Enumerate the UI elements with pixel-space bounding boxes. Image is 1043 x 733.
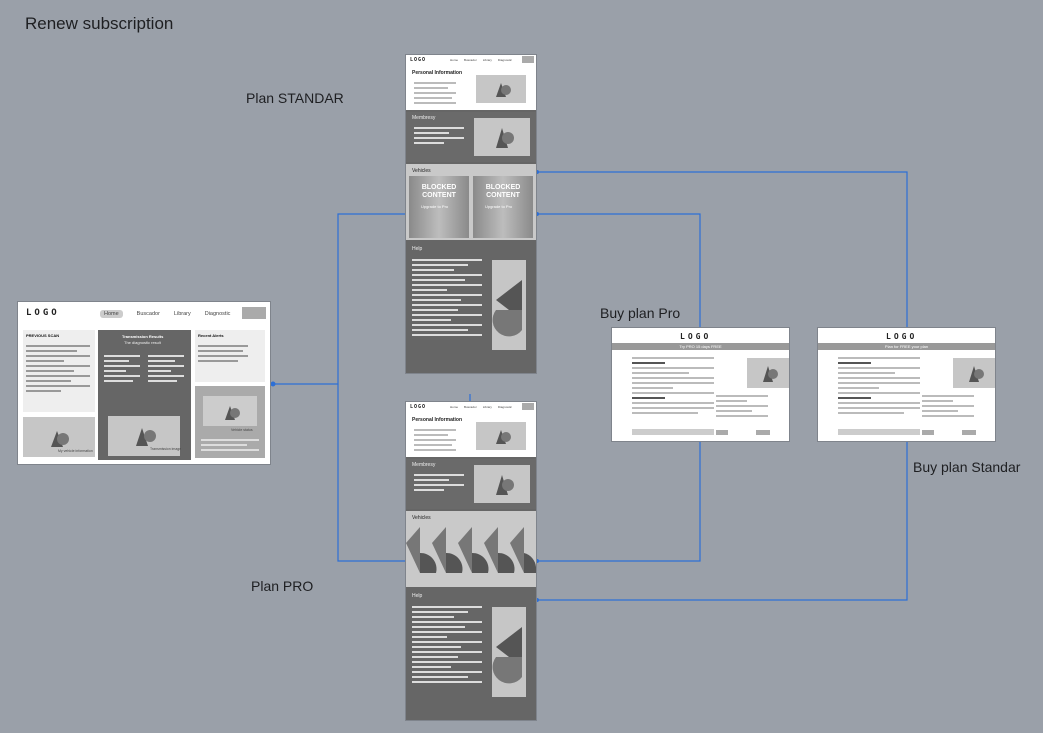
vehicle-image [23, 417, 95, 457]
nav-library[interactable]: Library [482, 405, 492, 409]
membership-title: Membresy [412, 462, 436, 468]
logo: LOGO [680, 332, 712, 341]
vehicle-status-caption: Vehicle status [231, 428, 253, 432]
transmission-card: Transmission Results The diagnostic resu… [98, 330, 191, 460]
label-plan-standar: Plan STANDAR [246, 90, 344, 106]
personal-info-section: LOGO Home Buscador Library Diagnostic Pe… [406, 402, 536, 457]
label-buy-standar: Buy plan Standar [913, 459, 1021, 475]
product-image [747, 358, 789, 388]
nav-buscador[interactable]: Buscador [464, 405, 477, 409]
personal-info-title: Personal Information [412, 70, 463, 76]
help-section: Help [406, 242, 536, 373]
nav-diagnostic[interactable]: Diagnostic [497, 58, 512, 62]
connector-buypro-pro [536, 441, 701, 562]
profile-image [476, 422, 526, 450]
nav-home[interactable]: Home [450, 405, 459, 409]
back-button[interactable] [922, 430, 934, 435]
label-plan-pro: Plan PRO [251, 578, 314, 594]
membership-section: Membresy [406, 459, 536, 509]
pay-button[interactable] [632, 429, 714, 435]
transmission-image [108, 416, 180, 456]
connector-standar-buystandar [536, 171, 908, 328]
profile-image [476, 75, 526, 103]
help-title: Help [412, 593, 423, 599]
avatar[interactable] [242, 307, 266, 319]
main-nav: Home Buscador Library Diagnostic [450, 58, 512, 62]
vehicle-card-blocked-2: BLOCKED CONTENT Upgrade to Pro [473, 176, 533, 238]
transmission-title: Transmission Results [122, 334, 164, 339]
connector-home-pro [337, 384, 406, 562]
logo: LOGO [886, 332, 918, 341]
connector-home-standar [270, 213, 406, 385]
logo: LOGO [410, 404, 427, 410]
nav-diagnostic[interactable]: Diagnostic [497, 405, 512, 409]
vehicles-title: Vehicles [412, 515, 431, 521]
nav-home[interactable]: Home [100, 310, 123, 318]
canvas-title: Renew subscription [25, 14, 174, 33]
pay-button[interactable] [838, 429, 920, 435]
membership-section: Membresy [406, 112, 536, 162]
nav-diagnostic[interactable]: Diagnostic [204, 311, 231, 317]
transmission-subtitle: The diagnostic result [124, 340, 161, 345]
vehicles-title: Vehicles [412, 168, 431, 174]
blocked-sub: Upgrade to Pro [485, 204, 513, 209]
connector-standar-buypro [536, 213, 701, 328]
membership-title: Membresy [412, 115, 436, 121]
plan-pro-frame[interactable]: LOGO Home Buscador Library Diagnostic Pe… [406, 402, 536, 720]
checkout-pro-frame[interactable]: LOGO Try PRO 15 days FREE [612, 328, 789, 441]
help-title: Help [412, 246, 423, 252]
vehicles-section-blocked: Vehicles BLOCKED CONTENT Upgrade to Pro … [406, 164, 536, 240]
blocked-sub: Upgrade to Pro [421, 204, 449, 209]
previous-scan-title: PREVIOUS SCAN [26, 333, 60, 338]
plan-standar-frame[interactable]: LOGO Home Buscador Library Diagnostic Pe… [406, 55, 536, 373]
main-nav: Home Buscador Library Diagnostic [450, 405, 512, 409]
recent-alerts-card: Recent Alerts [195, 330, 265, 382]
avatar[interactable] [522, 403, 534, 410]
vehicles-carousel [406, 527, 536, 573]
vehicles-section: Vehicles [406, 511, 536, 587]
vehicle-info-caption: My vehicle information [58, 449, 93, 453]
blocked-label: BLOCKED CONTENT [421, 184, 457, 199]
main-nav: Home Buscador Library Diagnostic [100, 310, 230, 318]
nav-buscador[interactable]: Buscador [136, 311, 160, 317]
promo-banner: Try PRO 15 days FREE [612, 343, 789, 350]
promo-banner: Plan for FREE your plan [818, 343, 995, 350]
nav-library[interactable]: Library [173, 311, 191, 317]
personal-info-title: Personal Information [412, 417, 463, 423]
recent-alerts-title: Recent Alerts [198, 333, 224, 338]
vehicle-status-card: Vehicle status [195, 386, 265, 458]
help-section: Help [406, 589, 536, 720]
blocked-label: BLOCKED CONTENT [485, 184, 521, 199]
transmission-caption: Transmission image [150, 447, 182, 451]
nav-buscador[interactable]: Buscador [464, 58, 477, 62]
confirm-button[interactable] [756, 430, 770, 435]
vehicle-card-blocked-1: BLOCKED CONTENT Upgrade to Pro [409, 176, 469, 238]
confirm-button[interactable] [962, 430, 976, 435]
avatar[interactable] [522, 56, 534, 63]
connector-buystandar-pro [536, 441, 908, 601]
logo: LOGO [26, 308, 60, 318]
home-frame[interactable]: LOGO Home Buscador Library Diagnostic PR… [18, 302, 270, 464]
personal-info-section: LOGO Home Buscador Library Diagnostic Pe… [406, 55, 536, 110]
logo: LOGO [410, 57, 427, 63]
product-image [953, 358, 995, 388]
label-buy-pro: Buy plan Pro [600, 305, 681, 321]
back-button[interactable] [716, 430, 728, 435]
previous-scan-card: PREVIOUS SCAN [23, 330, 95, 412]
nav-library[interactable]: Library [482, 58, 492, 62]
nav-home[interactable]: Home [450, 58, 459, 62]
checkout-standar-frame[interactable]: LOGO Plan for FREE your plan [818, 328, 995, 441]
